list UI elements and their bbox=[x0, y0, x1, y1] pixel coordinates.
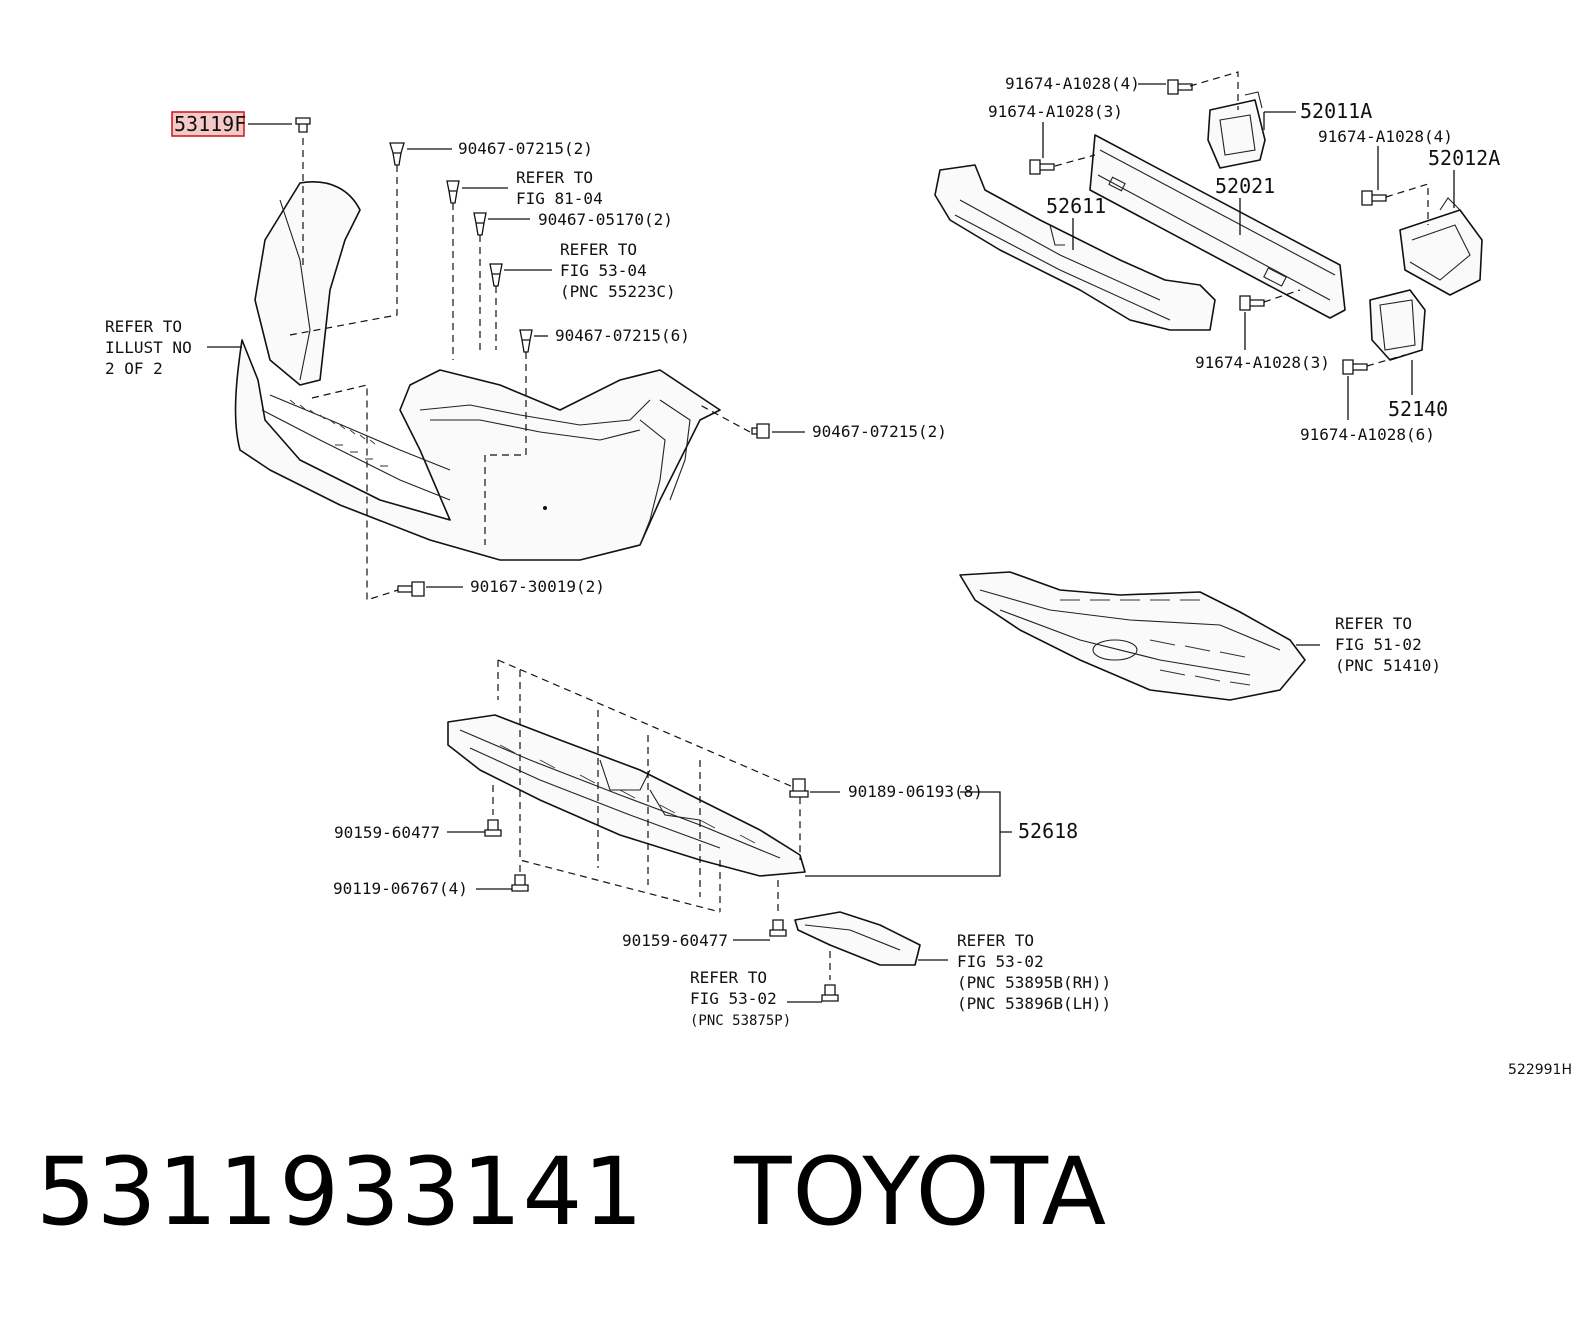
refer-fig51-02-line1: REFER TO bbox=[1335, 614, 1412, 633]
label-52021[interactable]: 52021 bbox=[1215, 174, 1275, 198]
label-91674-a1028-3a[interactable]: 91674-A1028(3) bbox=[988, 102, 1123, 121]
label-91674-a1028-6[interactable]: 91674-A1028(6) bbox=[1300, 425, 1435, 444]
refer-fig81-04-line2[interactable]: FIG 81-04 bbox=[516, 189, 603, 208]
label-53119f[interactable]: 53119F bbox=[174, 112, 246, 136]
label-90159-60477b[interactable]: 90159-60477 bbox=[622, 931, 728, 950]
clip-icon bbox=[446, 180, 460, 204]
refer-fig51-02-line2[interactable]: FIG 51-02 bbox=[1335, 635, 1422, 654]
footer-caption: 5311933141 TOYOTA bbox=[36, 1138, 1197, 1247]
front-bumper-cover bbox=[234, 181, 721, 561]
label-90467-07215-6[interactable]: 90467-07215(6) bbox=[555, 326, 690, 345]
bumper-fasteners bbox=[295, 117, 770, 597]
refer-illust-line3: 2 OF 2 bbox=[105, 359, 163, 378]
footer-part-number: 5311933141 bbox=[36, 1138, 645, 1247]
bumper-dashed-lines bbox=[289, 138, 751, 601]
refer-fig53-02b-line2[interactable]: FIG 53-02 bbox=[690, 989, 777, 1008]
engine-under-cover bbox=[959, 571, 1306, 701]
under-cover-fasteners bbox=[484, 778, 839, 1002]
bracket-52011a bbox=[1207, 91, 1266, 169]
label-90167-30019-2[interactable]: 90167-30019(2) bbox=[470, 577, 605, 596]
leader-lines bbox=[207, 83, 1455, 1003]
screw-icon bbox=[484, 819, 502, 837]
clip-icon bbox=[789, 778, 809, 798]
clip-icon bbox=[751, 423, 770, 439]
refer-fig53-04-line1: REFER TO bbox=[560, 240, 637, 259]
bracket-52140 bbox=[1369, 289, 1426, 361]
refer-fig53-02a-line3: (PNC 53895B(RH)) bbox=[957, 973, 1111, 992]
clip-icon bbox=[489, 263, 503, 287]
refer-fig53-02a-line1: REFER TO bbox=[957, 931, 1034, 950]
label-52618[interactable]: 52618 bbox=[1018, 819, 1078, 843]
label-90189-06193-8[interactable]: 90189-06193(8) bbox=[848, 782, 983, 801]
label-52011a[interactable]: 52011A bbox=[1300, 99, 1372, 123]
refer-fig53-04-line3: (PNC 55223C) bbox=[560, 282, 676, 301]
label-91674-a1028-4a[interactable]: 91674-A1028(4) bbox=[1005, 74, 1140, 93]
front-under-cover bbox=[447, 714, 806, 877]
label-91674-a1028-4b[interactable]: 91674-A1028(4) bbox=[1318, 127, 1453, 146]
bolt-icon bbox=[1239, 295, 1265, 311]
label-52140[interactable]: 52140 bbox=[1388, 397, 1448, 421]
clip-icon bbox=[295, 117, 311, 133]
label-90119-06767-4[interactable]: 90119-06767(4) bbox=[333, 879, 468, 898]
refer-fig53-02a-line4: (PNC 53896B(LH)) bbox=[957, 994, 1111, 1013]
refer-fig53-02b-line1: REFER TO bbox=[690, 968, 767, 987]
bolt-icon bbox=[1342, 359, 1368, 375]
label-90467-07215-2a[interactable]: 90467-07215(2) bbox=[458, 139, 593, 158]
refer-fig51-02-line3: (PNC 51410) bbox=[1335, 656, 1441, 675]
refer-fig53-04-line2[interactable]: FIG 53-04 bbox=[560, 261, 647, 280]
refer-illust-line2[interactable]: ILLUST NO bbox=[105, 338, 192, 357]
refer-fig53-02a-line2[interactable]: FIG 53-02 bbox=[957, 952, 1044, 971]
footer-brand: TOYOTA bbox=[734, 1138, 1108, 1247]
screw-icon bbox=[821, 984, 839, 1002]
label-90467-05170-2[interactable]: 90467-05170(2) bbox=[538, 210, 673, 229]
reinforcement-dashed-lines bbox=[1054, 71, 1429, 367]
bracket-52012a bbox=[1399, 197, 1483, 296]
label-91674-a1028-3b[interactable]: 91674-A1028(3) bbox=[1195, 353, 1330, 372]
bolt-icon bbox=[1029, 159, 1055, 175]
clip-icon bbox=[519, 329, 533, 353]
refer-fig81-04-line1: REFER TO bbox=[516, 168, 593, 187]
refer-illust-line1: REFER TO bbox=[105, 317, 182, 336]
bumper-absorber bbox=[934, 164, 1216, 331]
illustration-ref-code: 522991H bbox=[1508, 1062, 1572, 1078]
refer-fig53-02b-line3: (PNC 53875P) bbox=[690, 1013, 791, 1029]
bolt-icon bbox=[1361, 190, 1387, 206]
screw-icon bbox=[769, 919, 787, 937]
side-under-cover bbox=[794, 911, 921, 966]
label-90159-60477a[interactable]: 90159-60477 bbox=[334, 823, 440, 842]
bumper-reinforcement bbox=[1089, 134, 1346, 319]
clip-icon bbox=[473, 212, 487, 236]
label-90467-07215-2b[interactable]: 90467-07215(2) bbox=[812, 422, 947, 441]
screw-icon bbox=[511, 874, 529, 892]
label-52611[interactable]: 52611 bbox=[1046, 194, 1106, 218]
label-52012a[interactable]: 52012A bbox=[1428, 146, 1500, 170]
clip-icon bbox=[389, 142, 405, 166]
screw-icon bbox=[397, 581, 425, 597]
bolt-icon bbox=[1167, 79, 1193, 95]
reinforcement-bolts bbox=[1029, 79, 1387, 375]
highlight-box bbox=[171, 111, 245, 137]
